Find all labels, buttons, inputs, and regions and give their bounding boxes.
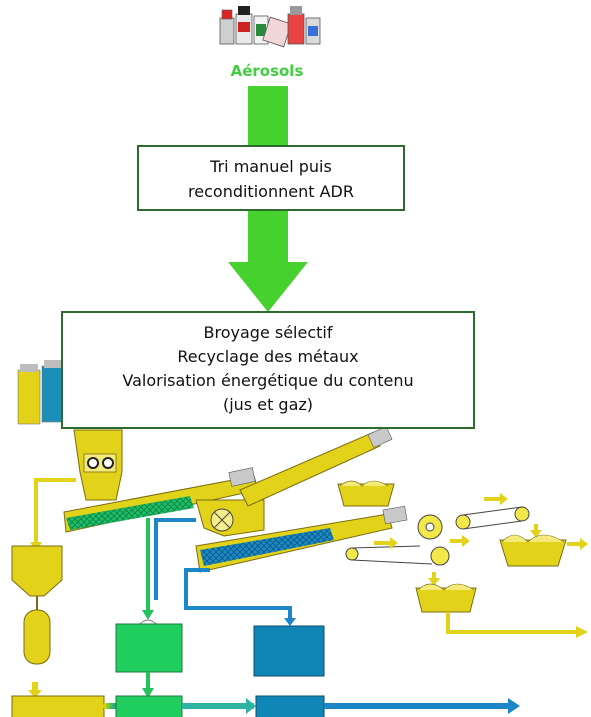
blue-bottom-tank (255, 695, 325, 717)
green-collection-bin (115, 623, 183, 673)
step-1-box: Tri manuel puis reconditionnent ADR (137, 145, 405, 211)
step-2-line-2: Recyclage des métaux (177, 347, 358, 366)
blue-collection-bin (253, 625, 325, 677)
flow-arrow-2 (228, 210, 308, 312)
aerosol-cans-icon (219, 6, 321, 48)
step-2-box: Broyage sélectif Recyclage des métaux Va… (61, 311, 475, 429)
step-2-line-4: (jus et gaz) (223, 395, 313, 414)
step-1-line-1: Tri manuel puis (209, 157, 332, 176)
step-2-line-1: Broyage sélectif (204, 323, 333, 342)
flow-arrow-1 (248, 86, 288, 146)
source-label: Aérosols (231, 62, 304, 80)
step-2-line-3: Valorisation énergétique du contenu (122, 371, 413, 390)
shredding-machine-illustration (11, 360, 588, 717)
green-bottom-tank (115, 695, 183, 717)
step-1-line-2: reconditionnent ADR (188, 182, 354, 201)
rotor-icon-1 (87, 457, 99, 469)
rotor-icon-2 (102, 457, 114, 469)
